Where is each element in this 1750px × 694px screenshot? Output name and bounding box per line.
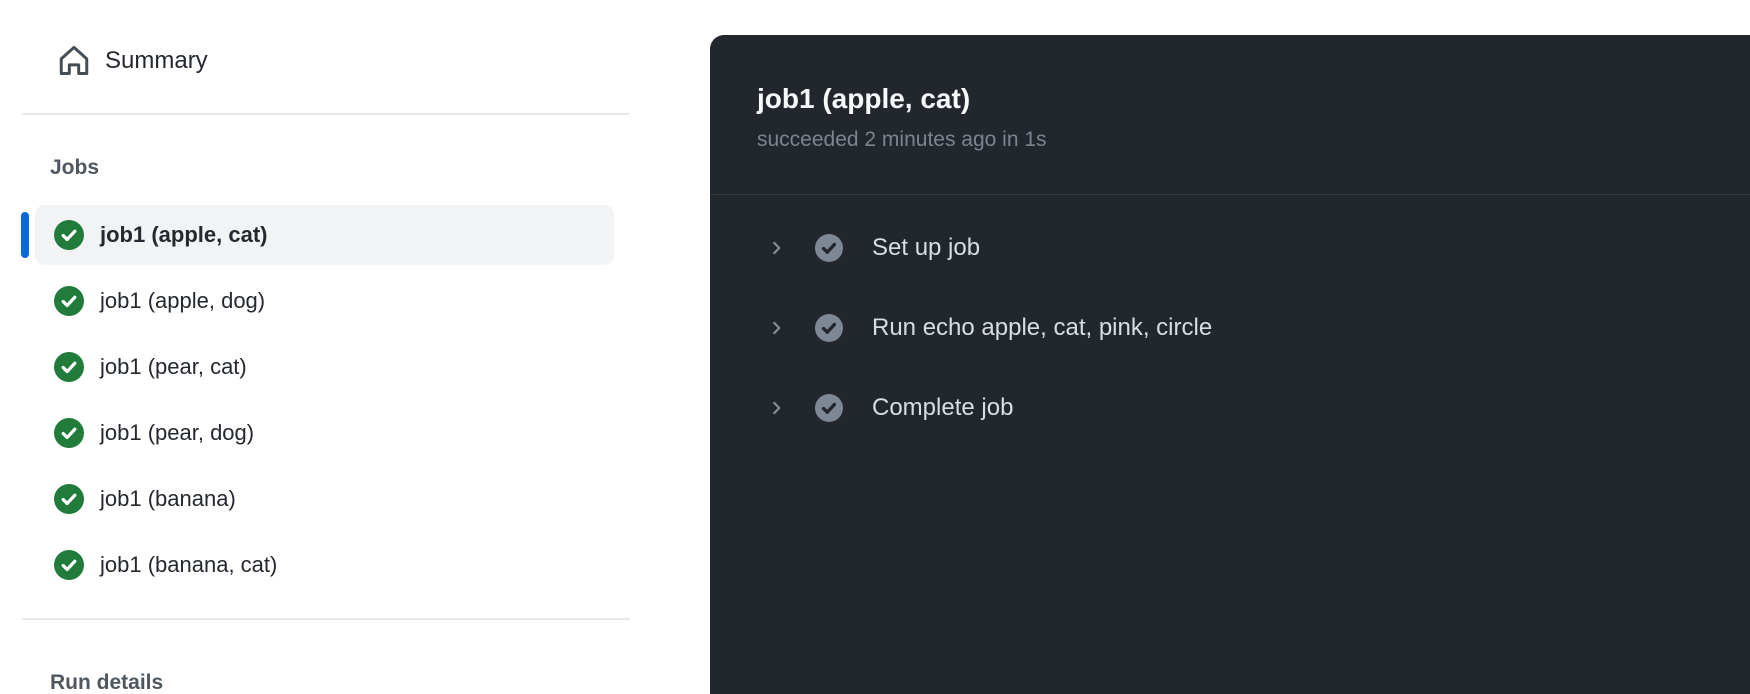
home-icon: [59, 45, 89, 76]
success-check-icon: [54, 550, 84, 580]
sidebar-divider: [22, 113, 630, 115]
sidebar-job-item[interactable]: job1 (apple, cat): [21, 205, 614, 265]
success-check-icon: [54, 286, 84, 316]
job-log-panel: job1 (apple, cat) succeeded 2 minutes ag…: [710, 35, 1750, 694]
job-label: job1 (apple, dog): [100, 288, 266, 313]
summary-label: Summary: [105, 47, 208, 74]
step-row[interactable]: Complete job: [710, 368, 1750, 448]
workflow-sidebar: Summary Jobs job1 (apple, cat) job1 (app…: [0, 0, 710, 694]
chevron-right-icon[interactable]: [768, 319, 786, 337]
chevron-right-icon[interactable]: [768, 239, 786, 257]
job-label: job1 (pear, dog): [100, 420, 255, 445]
sidebar-job-item[interactable]: job1 (apple, dog): [35, 271, 614, 331]
step-row[interactable]: Set up job: [710, 208, 1750, 288]
active-job-indicator: [21, 212, 29, 258]
step-label: Complete job: [872, 394, 1014, 421]
step-success-check-icon: [815, 314, 843, 342]
sidebar-divider: [22, 618, 630, 620]
job-label: job1 (banana, cat): [100, 552, 278, 577]
sidebar-job-item[interactable]: job1 (pear, dog): [35, 403, 614, 463]
job-title: job1 (apple, cat): [757, 83, 971, 114]
success-check-icon: [54, 484, 84, 514]
job-panel-header: job1 (apple, cat) succeeded 2 minutes ag…: [710, 35, 1750, 195]
job-label: job1 (apple, cat): [100, 222, 268, 247]
chevron-right-icon[interactable]: [768, 399, 786, 417]
run-details-section-header: Run details: [50, 671, 164, 694]
step-label: Set up job: [872, 234, 981, 261]
sidebar-job-item[interactable]: job1 (banana): [35, 469, 614, 529]
step-row[interactable]: Run echo apple, cat, pink, circle: [710, 288, 1750, 368]
step-success-check-icon: [815, 394, 843, 422]
jobs-section-header: Jobs: [50, 156, 100, 179]
sidebar-job-item[interactable]: job1 (banana, cat): [35, 535, 614, 595]
success-check-icon: [54, 418, 84, 448]
step-success-check-icon: [815, 234, 843, 262]
step-label: Run echo apple, cat, pink, circle: [872, 314, 1213, 341]
step-list: Set up job Run echo apple, cat, pink, ci…: [710, 208, 1750, 448]
job-label: job1 (banana): [100, 486, 236, 511]
success-check-icon: [54, 352, 84, 382]
success-check-icon: [54, 220, 84, 250]
job-list: job1 (apple, cat) job1 (apple, dog) job1…: [21, 205, 614, 601]
job-label: job1 (pear, cat): [100, 354, 247, 379]
job-status-line: succeeded 2 minutes ago in 1s: [757, 128, 1047, 151]
sidebar-item-summary[interactable]: Summary: [57, 44, 208, 78]
sidebar-job-item[interactable]: job1 (pear, cat): [35, 337, 614, 397]
